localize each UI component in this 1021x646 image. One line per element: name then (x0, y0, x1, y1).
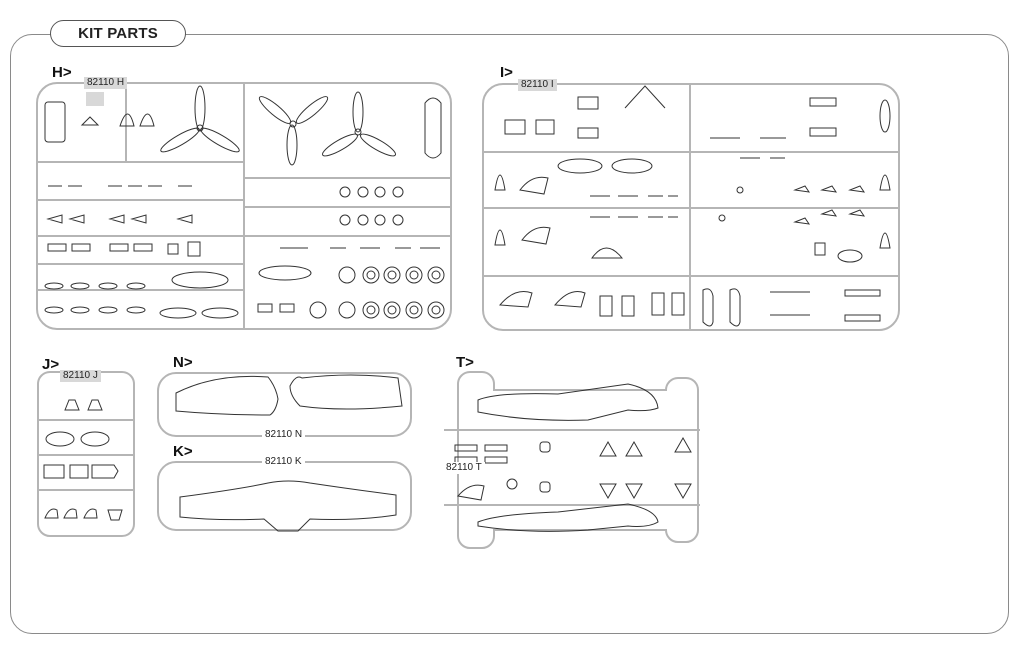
fuselage-half-bottom (477, 503, 659, 532)
wing-lower (179, 480, 397, 532)
sprue-n-code: 82110 N (262, 429, 306, 441)
sprue-t-frame (457, 371, 699, 549)
wheels (309, 186, 445, 319)
sprue-h-code: 82110 H (84, 77, 128, 89)
wing-half-left (175, 375, 279, 416)
propeller-h1 (160, 85, 240, 153)
sprue-j-letter: J> (42, 356, 60, 373)
fuselage-half-top (477, 383, 659, 421)
float-part (424, 97, 442, 159)
sprue-n-letter: N> (173, 354, 193, 371)
propeller-h2 (258, 96, 329, 166)
i-part-box (504, 119, 526, 135)
sprue-k-frame (157, 461, 412, 531)
sprue-h-letter: H> (52, 64, 72, 81)
sprue-k-letter: K> (173, 443, 193, 460)
wing-half-right (289, 374, 403, 410)
sprue-t-letter: T> (456, 354, 474, 371)
propeller-h3 (322, 91, 396, 157)
sprue-i-letter: I> (500, 64, 513, 81)
sprue-t-code: 82110 T (443, 462, 485, 474)
i-part-canopy (557, 158, 603, 174)
drop-tank (258, 265, 312, 281)
seat-part (44, 101, 66, 143)
page-title: KIT PARTS (50, 20, 186, 47)
kit-parts-frame (10, 34, 1009, 634)
sprue-j-code: 82110 J (60, 370, 101, 382)
sprue-k-code: 82110 K (262, 456, 305, 468)
sprue-i-code: 82110 I (518, 79, 557, 91)
sprue-n-frame (157, 372, 412, 437)
